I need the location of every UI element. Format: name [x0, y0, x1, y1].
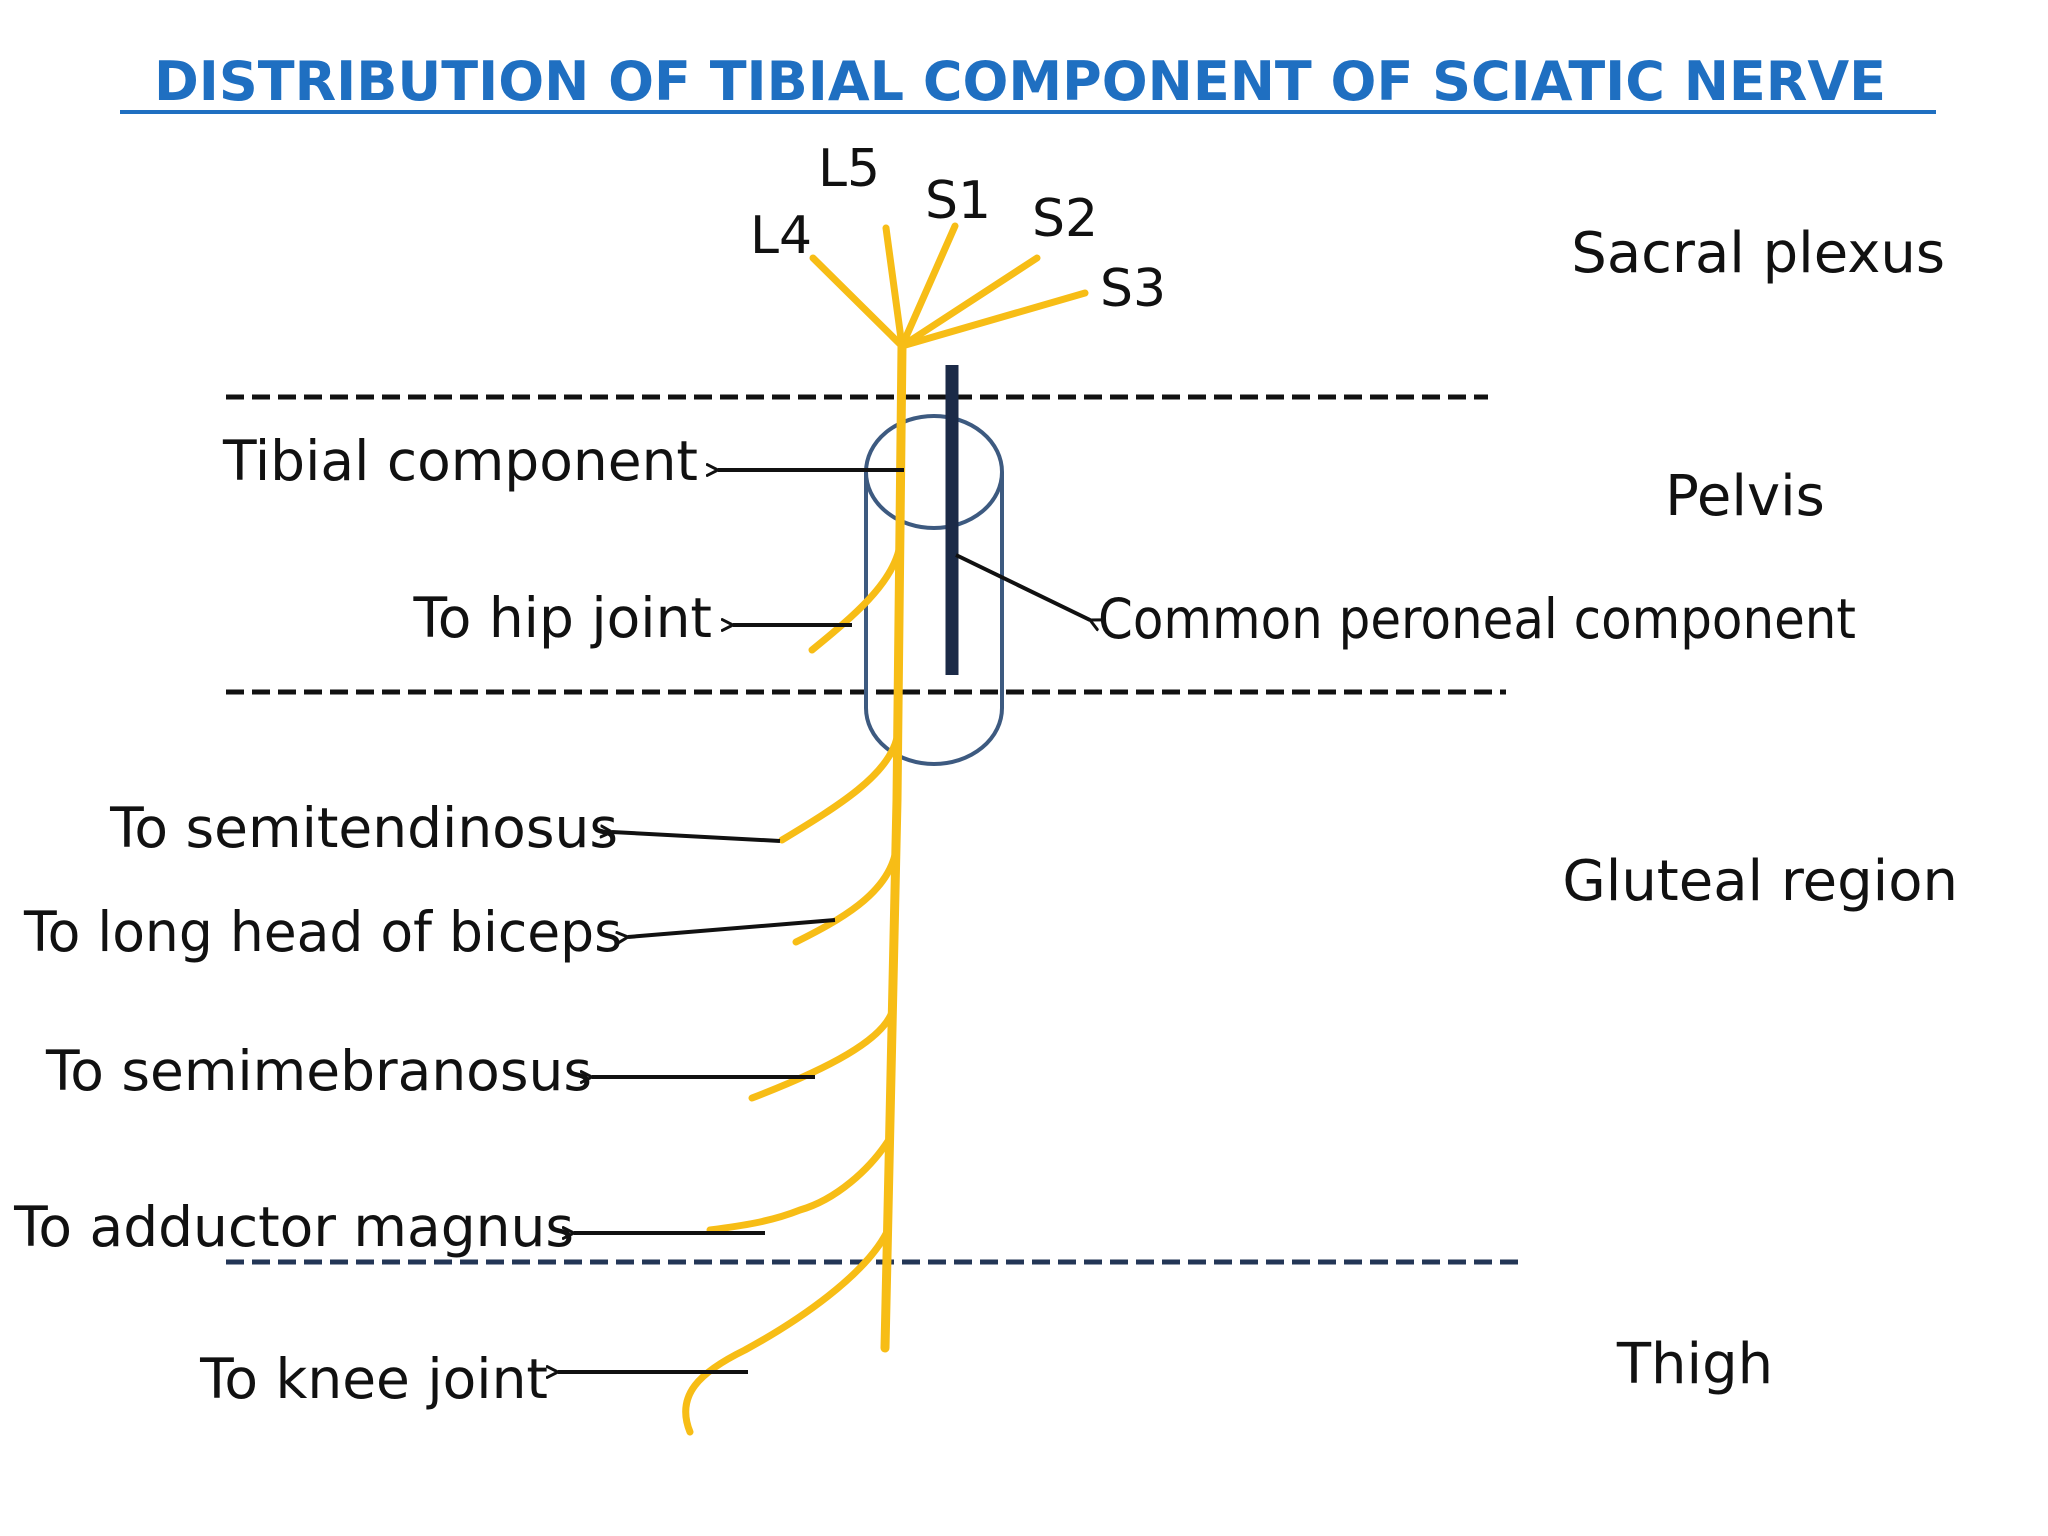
root-label-s3: S3	[1100, 259, 1166, 319]
region-label-thigh: Thigh	[1616, 1332, 1773, 1397]
label-tibial-component: Tibial component	[222, 429, 698, 493]
region-label-gluteal-region: Gluteal region	[1562, 849, 1958, 914]
root-label-l4: L4	[750, 206, 812, 266]
branch-semimembranosus	[748, 1008, 896, 1102]
root-label-l5: L5	[818, 139, 880, 199]
label-hip-joint: To hip joint	[412, 586, 712, 650]
label-semimembranosus: To semimebranosus	[45, 1039, 592, 1103]
region-label-pelvis: Pelvis	[1665, 464, 1825, 529]
label-knee-joint: To knee joint	[199, 1347, 548, 1411]
page-title: DISTRIBUTION OF TIBIAL COMPONENT OF SCIA…	[154, 50, 1886, 113]
label-adductor-magnus: To adductor magnus	[13, 1195, 574, 1259]
region-label-sacral-plexus: Sacral plexus	[1571, 221, 1945, 286]
branch-semitendinosus	[778, 734, 901, 844]
label-semitendinosus: To semitendinosus	[109, 796, 618, 860]
arrow-semitendinosus	[612, 832, 781, 843]
arrow-long-head-biceps	[628, 918, 836, 937]
label-common-peroneal-component: Common peroneal component	[1098, 587, 1856, 651]
tibial-nerve-trunk	[880, 341, 907, 1353]
arrow-common-peroneal	[955, 553, 1090, 620]
branch-knee-joint	[682, 1228, 891, 1436]
branch-hip-joint	[808, 546, 903, 654]
nerve-roots	[809, 222, 1089, 350]
root-label-s1: S1	[925, 171, 991, 231]
root-label-s2: S2	[1032, 189, 1098, 249]
label-long-head-biceps: To long head of biceps	[23, 900, 622, 964]
branch-long-head-biceps	[792, 851, 899, 946]
branch-adductor-magnus	[706, 1134, 894, 1234]
